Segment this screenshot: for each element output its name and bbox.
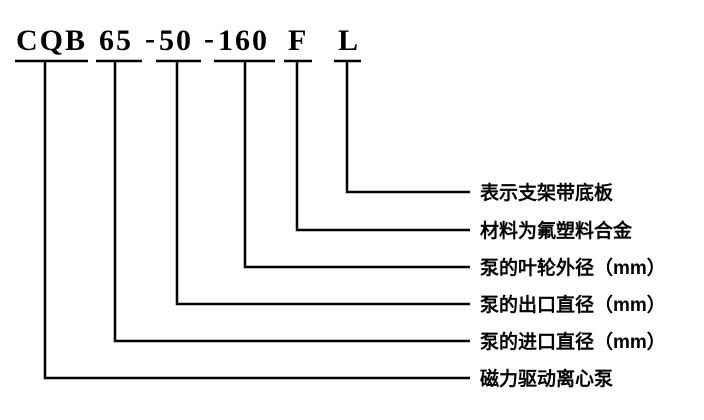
- connector-series: [43, 61, 470, 380]
- code-series-token: CQB: [16, 24, 87, 57]
- connector-inlet: [113, 61, 470, 343]
- code-outlet-token: 50: [159, 24, 193, 57]
- label-series: 磁力驱动离心泵: [480, 367, 613, 390]
- connector-impeller: [243, 61, 470, 269]
- connector-outlet: [175, 61, 470, 306]
- label-bracket: 表示支架带底板: [480, 181, 614, 204]
- label-outlet: 泵的出口直径（mm）: [480, 293, 666, 316]
- code-material-token: F: [288, 24, 308, 57]
- label-inlet: 泵的进口直径（mm）: [480, 330, 666, 353]
- annotation-labels: 表示支架带底板 材料为氟塑料合金 泵的叶轮外径（mm） 泵的出口直径（mm） 泵…: [480, 181, 666, 390]
- connector-bracket: [345, 61, 470, 194]
- connector-lines: [43, 61, 470, 380]
- code-dash1: -: [145, 22, 157, 55]
- connector-material: [295, 61, 470, 232]
- code-dash2: -: [204, 22, 216, 55]
- model-code: CQB 65 - 50 - 160 F L: [16, 22, 360, 57]
- label-material: 材料为氟塑料合金: [480, 219, 633, 242]
- label-impeller: 泵的叶轮外径（mm）: [480, 256, 666, 279]
- code-impeller-token: 160: [218, 24, 269, 57]
- code-bracket-token: L: [338, 24, 360, 57]
- code-inlet-token: 65: [99, 24, 133, 57]
